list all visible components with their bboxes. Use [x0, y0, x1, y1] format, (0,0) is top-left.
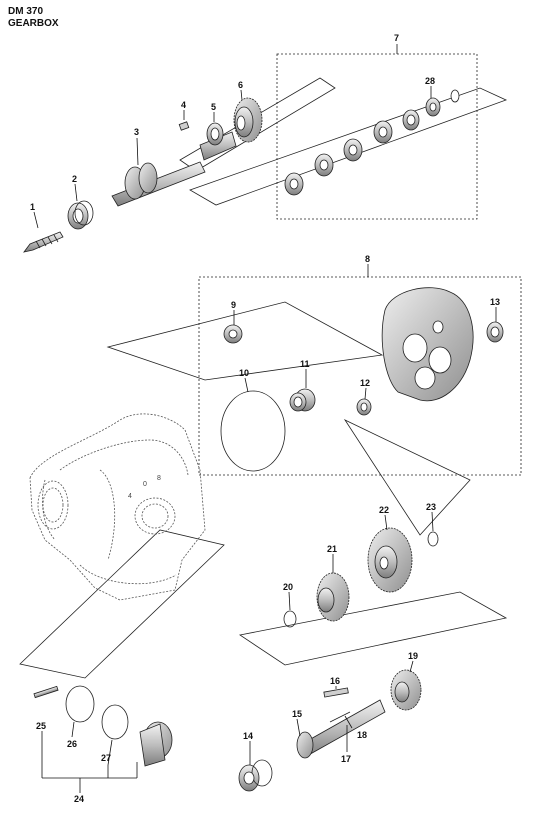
part-3-pinion-shaft [111, 131, 237, 207]
callout-28: 28 [425, 76, 435, 86]
part-13-seal [486, 321, 504, 343]
part-21-gear [316, 572, 350, 622]
callout-21: 21 [327, 544, 337, 554]
part-9-bearing [223, 324, 243, 344]
group-box-8 [198, 276, 522, 476]
gearbox-cover [381, 287, 474, 402]
part-16-key [323, 687, 349, 698]
callout-5: 5 [211, 102, 216, 112]
callout-8: 8 [365, 254, 370, 264]
svg-text:4: 4 [128, 493, 132, 500]
callout-9: 9 [231, 300, 236, 310]
callout-11: 11 [300, 359, 310, 369]
leader-lines [33, 44, 497, 793]
intermediate-gear-plane [238, 591, 508, 666]
callout-19: 19 [408, 651, 418, 661]
cover-plane [106, 301, 384, 381]
callout-25: 25 [36, 721, 46, 731]
model-title: DM 370 [8, 6, 44, 17]
callout-3: 3 [134, 127, 139, 137]
part-4-key [178, 121, 190, 131]
lower-cover-plane [343, 419, 471, 536]
svg-text:0: 0 [143, 481, 147, 488]
header: DM 370 GEARBOX [8, 6, 59, 30]
callout-17: 17 [341, 754, 351, 764]
part-6-gear [233, 97, 263, 143]
housing-plane [19, 529, 225, 679]
part-5-washer [206, 122, 224, 146]
part-26-circlip [65, 685, 95, 723]
callout-labels: 1 2 3 4 5 6 7 28 8 9 10 11 12 13 22 23 2… [30, 33, 500, 804]
callout-24: 24 [74, 794, 84, 804]
part-10-o-ring [220, 390, 286, 472]
callout-26: 26 [67, 739, 77, 749]
part-11-bearing [289, 388, 316, 412]
callout-16: 16 [330, 676, 340, 686]
callout-22: 22 [379, 505, 389, 515]
callout-23: 23 [426, 502, 436, 512]
part-18-keyway [329, 711, 351, 723]
section-title: GEARBOX [8, 18, 59, 29]
callout-27: 27 [101, 753, 111, 763]
callout-13: 13 [490, 297, 500, 307]
part-2-bearing [67, 200, 94, 230]
callout-15: 15 [292, 709, 302, 719]
part-1-bolt [23, 231, 64, 253]
gearbox-housing: 4 0 8 [29, 413, 206, 601]
drain-plug [139, 721, 173, 767]
callout-14: 14 [243, 731, 253, 741]
part-27-o-ring [101, 704, 129, 740]
part-23-circlip [427, 531, 439, 547]
part-12-bearing [356, 398, 372, 416]
part-22-gear [367, 527, 413, 593]
part-20-circlip [283, 610, 297, 628]
part-19-gear [390, 669, 422, 711]
callout-10: 10 [239, 368, 249, 378]
part-25-pin [33, 685, 59, 699]
part-15-shaft [296, 699, 386, 759]
callout-7: 7 [394, 33, 399, 43]
callout-12: 12 [360, 378, 370, 388]
part-14-bearing [238, 759, 273, 792]
shim-stack [284, 89, 460, 196]
group-box-7 [276, 53, 478, 220]
svg-text:8: 8 [157, 475, 161, 482]
callout-1: 1 [30, 202, 35, 212]
callout-20: 20 [283, 582, 293, 592]
callout-18: 18 [357, 730, 367, 740]
callout-6: 6 [238, 80, 243, 90]
callout-4: 4 [181, 100, 186, 110]
callout-2: 2 [72, 174, 77, 184]
